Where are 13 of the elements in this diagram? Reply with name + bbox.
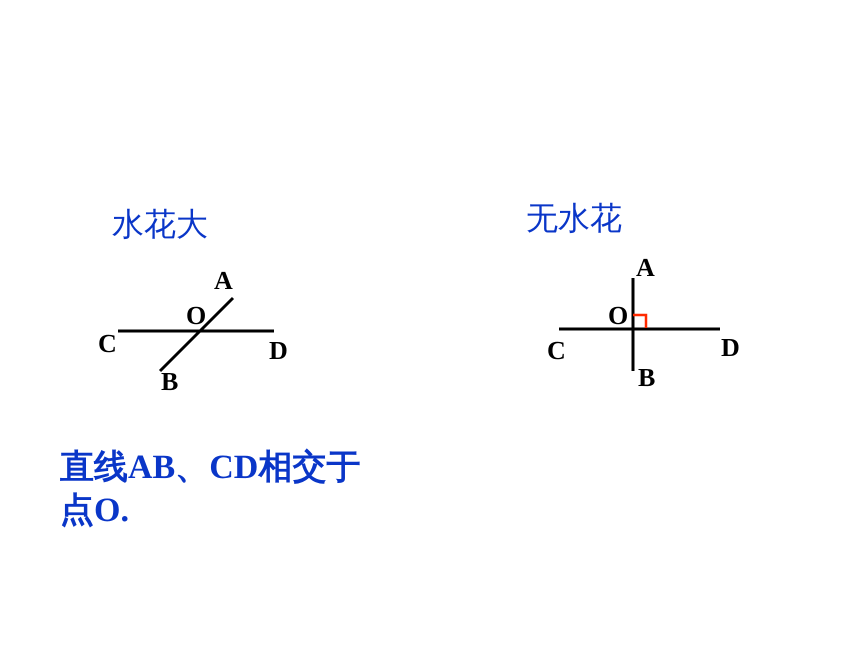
point-label: D	[269, 338, 288, 364]
point-label: A	[214, 268, 233, 294]
point-label: C	[98, 331, 117, 357]
statement-text: 直线AB、CD相交于点O.	[60, 448, 362, 530]
point-label: O	[186, 303, 206, 329]
point-label: C	[547, 338, 566, 364]
point-label: D	[721, 335, 740, 361]
point-label: B	[161, 369, 178, 395]
point-label: O	[608, 303, 628, 329]
figure-title: 无水花	[526, 202, 622, 234]
figure-title: 水花大	[112, 208, 208, 240]
point-label: A	[636, 255, 655, 281]
point-label: B	[638, 365, 656, 391]
